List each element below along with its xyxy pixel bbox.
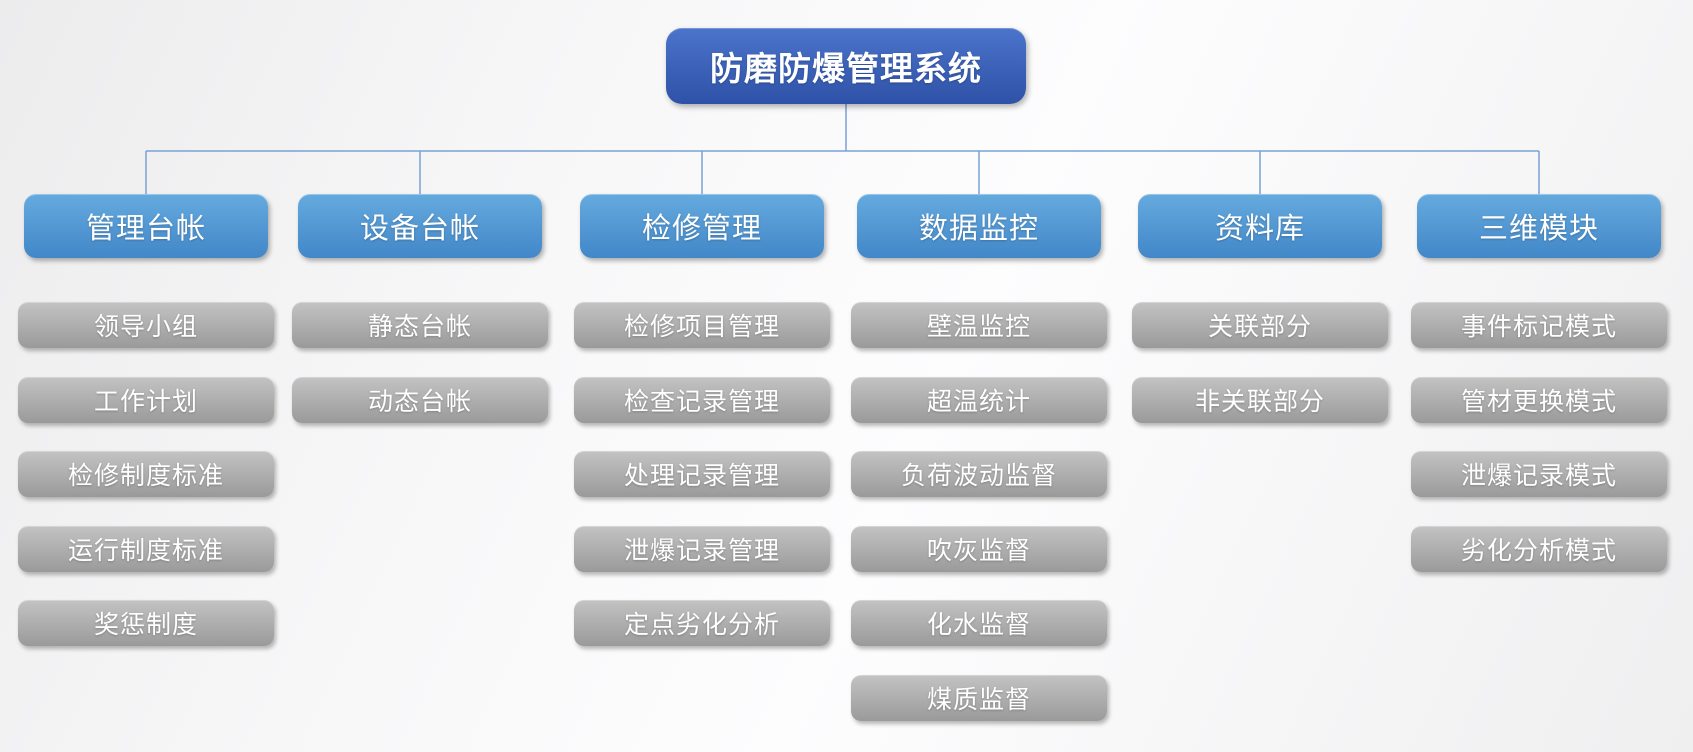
- leaf-node-label: 工作计划: [93, 388, 198, 416]
- leaf-node-3-1[interactable]: 超温统计: [851, 377, 1107, 423]
- leaf-node-label: 负荷波动监督: [900, 462, 1057, 490]
- leaf-node-label: 领导小组: [93, 313, 198, 341]
- leaf-node-1-1[interactable]: 动态台帐: [292, 377, 548, 423]
- branch-node-label: 资料库: [1214, 213, 1305, 245]
- leaf-node-label: 动态台帐: [367, 388, 472, 416]
- branch-node-3[interactable]: 数据监控: [857, 194, 1101, 258]
- leaf-node-label: 泄爆记录管理: [623, 537, 780, 565]
- leaf-node-2-0[interactable]: 检修项目管理: [574, 302, 830, 348]
- leaf-node-2-4[interactable]: 定点劣化分析: [574, 600, 830, 646]
- branch-node-label: 管理台帐: [85, 213, 206, 245]
- leaf-node-4-0[interactable]: 关联部分: [1132, 302, 1388, 348]
- branch-node-2[interactable]: 检修管理: [580, 194, 824, 258]
- leaf-node-label: 超温统计: [926, 388, 1031, 416]
- leaf-node-3-4[interactable]: 化水监督: [851, 600, 1107, 646]
- leaf-node-label: 化水监督: [926, 611, 1031, 639]
- leaf-node-label: 静态台帐: [367, 313, 472, 341]
- branch-node-label: 设备台帐: [359, 213, 480, 245]
- leaf-node-label: 泄爆记录模式: [1460, 462, 1617, 490]
- leaf-node-label: 检修项目管理: [623, 313, 780, 341]
- leaf-node-label: 事件标记模式: [1460, 313, 1617, 341]
- leaf-node-label: 劣化分析模式: [1460, 537, 1617, 565]
- leaf-node-3-0[interactable]: 壁温监控: [851, 302, 1107, 348]
- leaf-node-5-2[interactable]: 泄爆记录模式: [1411, 451, 1667, 497]
- leaf-node-3-5[interactable]: 煤质监督: [851, 675, 1107, 721]
- leaf-node-label: 检修制度标准: [67, 462, 224, 490]
- root-node-label: 防磨防爆管理系统: [710, 50, 982, 87]
- branch-node-label: 三维模块: [1478, 213, 1599, 245]
- leaf-node-0-1[interactable]: 工作计划: [18, 377, 274, 423]
- leaf-node-3-2[interactable]: 负荷波动监督: [851, 451, 1107, 497]
- leaf-node-5-0[interactable]: 事件标记模式: [1411, 302, 1667, 348]
- leaf-node-label: 壁温监控: [926, 313, 1031, 341]
- leaf-node-label: 吹灰监督: [926, 537, 1031, 565]
- leaf-node-label: 检查记录管理: [623, 388, 780, 416]
- leaf-node-0-2[interactable]: 检修制度标准: [18, 451, 274, 497]
- branch-node-0[interactable]: 管理台帐: [24, 194, 268, 258]
- leaf-node-2-2[interactable]: 处理记录管理: [574, 451, 830, 497]
- leaf-node-label: 关联部分: [1207, 313, 1312, 341]
- leaf-node-2-1[interactable]: 检查记录管理: [574, 377, 830, 423]
- leaf-node-label: 管材更换模式: [1460, 388, 1617, 416]
- leaf-node-1-0[interactable]: 静态台帐: [292, 302, 548, 348]
- branch-node-5[interactable]: 三维模块: [1417, 194, 1661, 258]
- leaf-node-0-0[interactable]: 领导小组: [18, 302, 274, 348]
- leaf-node-0-4[interactable]: 奖惩制度: [18, 600, 274, 646]
- leaf-node-label: 运行制度标准: [67, 537, 224, 565]
- leaf-node-5-3[interactable]: 劣化分析模式: [1411, 526, 1667, 572]
- leaf-node-label: 非关联部分: [1194, 388, 1325, 416]
- leaf-node-0-3[interactable]: 运行制度标准: [18, 526, 274, 572]
- branch-node-1[interactable]: 设备台帐: [298, 194, 542, 258]
- leaf-node-label: 煤质监督: [926, 686, 1031, 714]
- leaf-node-label: 定点劣化分析: [623, 611, 780, 639]
- branch-node-label: 数据监控: [918, 213, 1039, 245]
- leaf-node-2-3[interactable]: 泄爆记录管理: [574, 526, 830, 572]
- branch-node-label: 检修管理: [641, 213, 762, 245]
- leaf-node-3-3[interactable]: 吹灰监督: [851, 526, 1107, 572]
- leaf-node-label: 处理记录管理: [623, 462, 780, 490]
- leaf-node-label: 奖惩制度: [93, 611, 198, 639]
- leaf-node-4-1[interactable]: 非关联部分: [1132, 377, 1388, 423]
- leaf-node-5-1[interactable]: 管材更换模式: [1411, 377, 1667, 423]
- branch-node-4[interactable]: 资料库: [1138, 194, 1382, 258]
- root-node: 防磨防爆管理系统: [666, 28, 1026, 104]
